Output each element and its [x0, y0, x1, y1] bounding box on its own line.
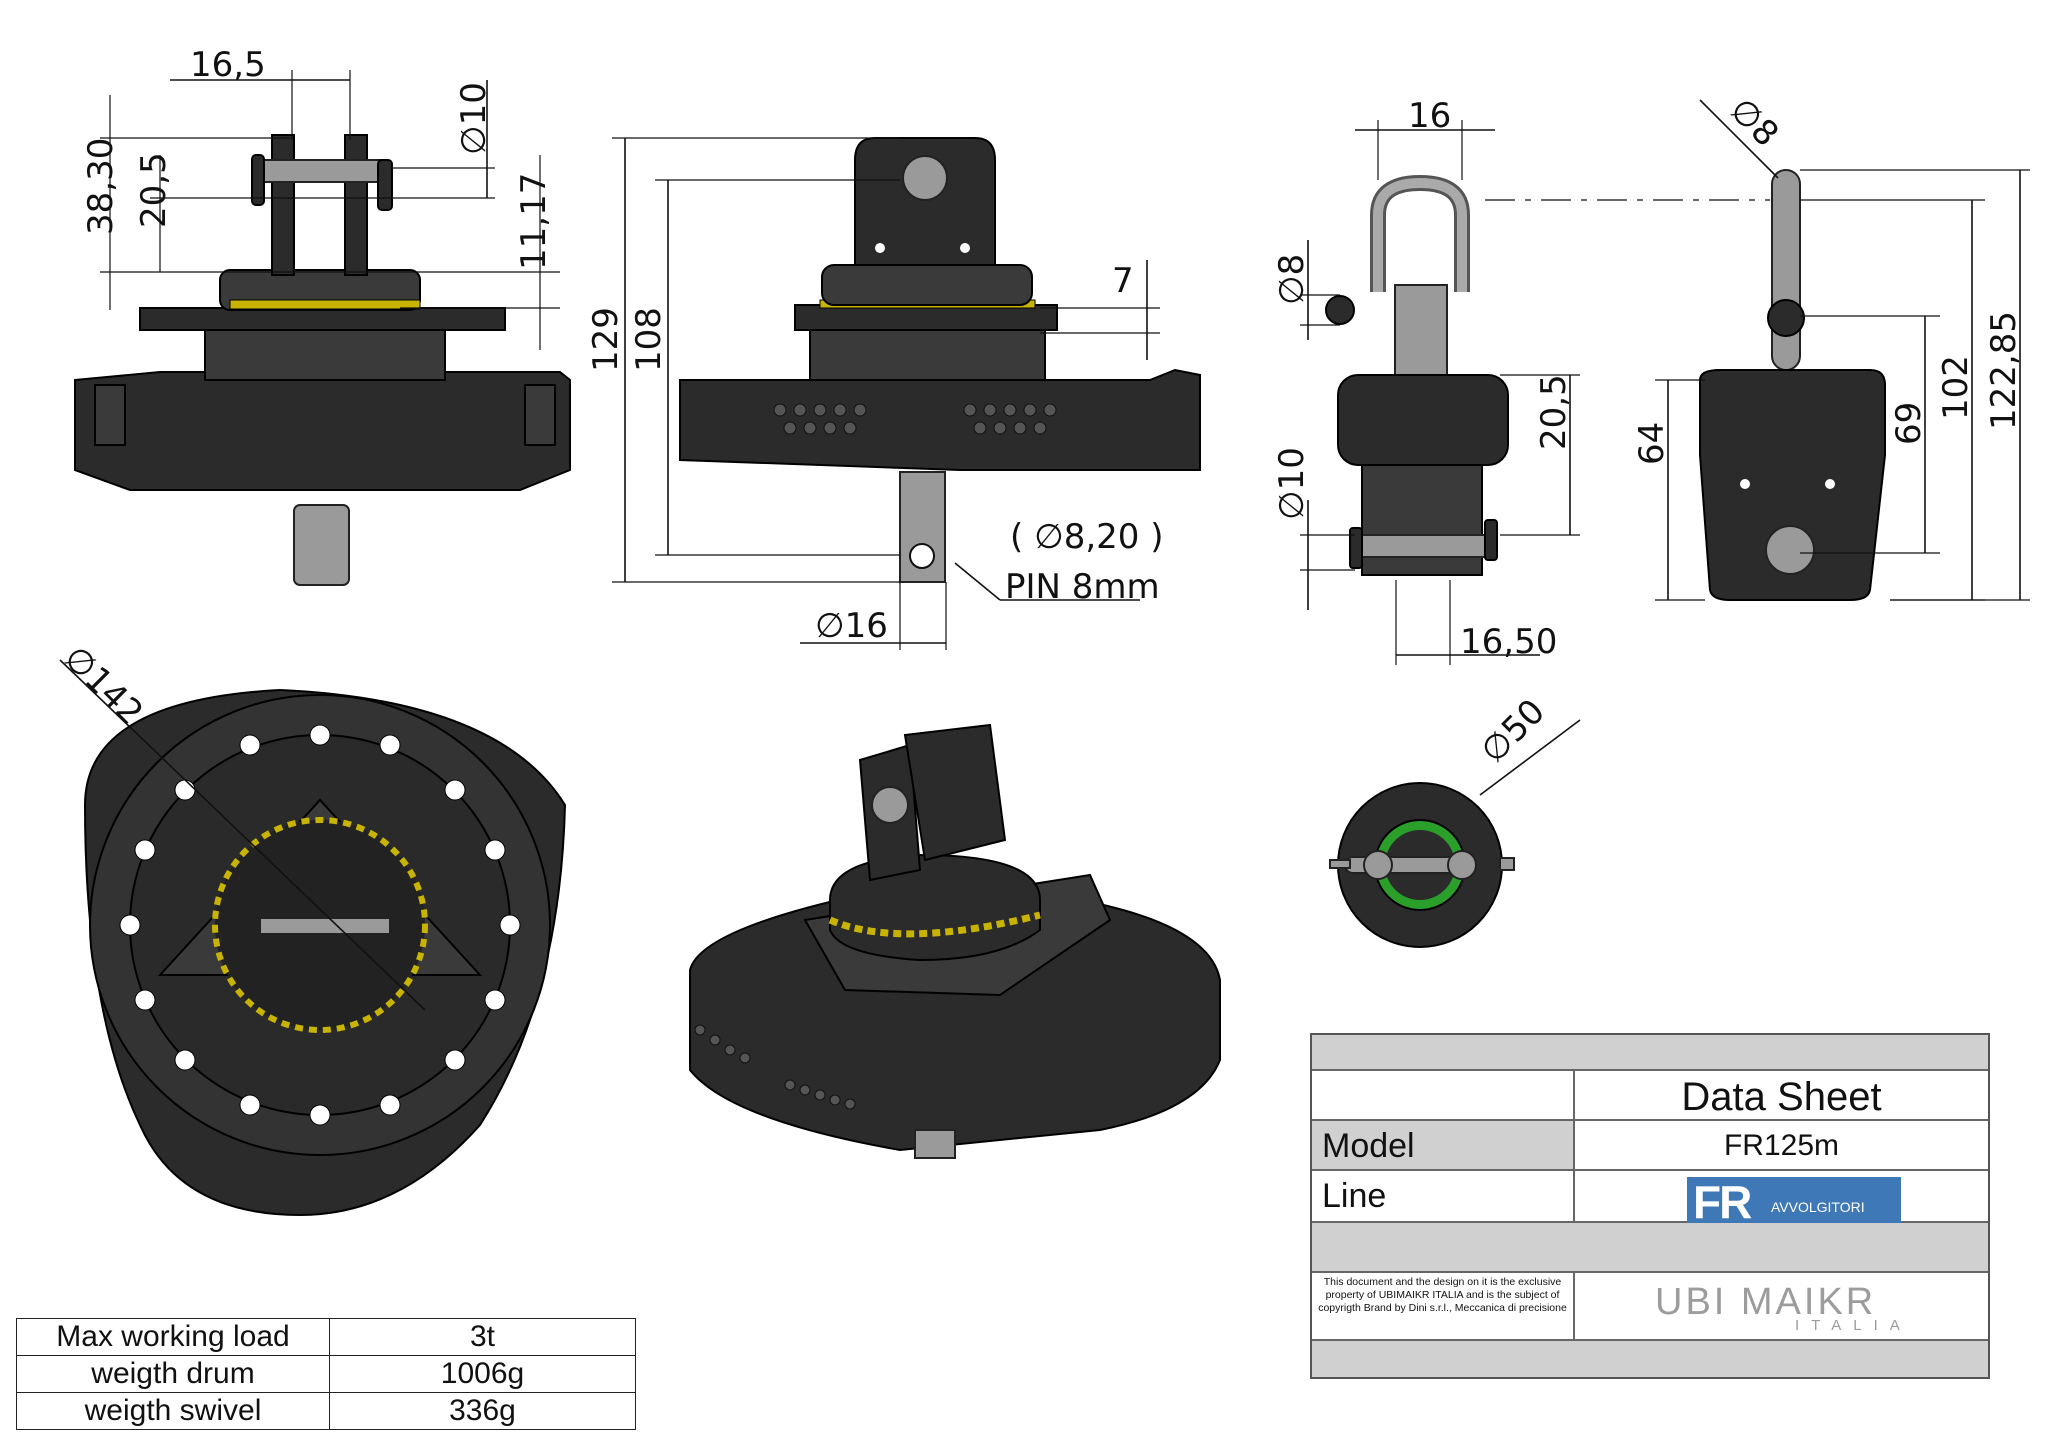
spec-value: 1006g: [329, 1355, 636, 1393]
spec-value: 3t: [329, 1318, 636, 1356]
swivel-front-view: [1325, 174, 1509, 576]
dim-dia142: ∅142: [56, 638, 151, 733]
dim-11-17: 11,17: [514, 173, 554, 270]
view1-dimensions: [100, 70, 560, 350]
model-row: Model FR125m: [1312, 1121, 1988, 1171]
fr-avvolgitori-logo: FR AVVOLGITORI: [1687, 1176, 1901, 1228]
dim-pin-8mm: PIN 8mm: [1005, 567, 1160, 607]
spec-label: Max working load: [16, 1318, 330, 1356]
dim-dia10-a: ∅10: [454, 82, 494, 155]
dim-dia16: ∅16: [815, 606, 888, 646]
dim-20-5-b: 20,5: [1534, 374, 1574, 450]
data-sheet-title: Data Sheet: [1681, 1075, 1882, 1119]
table-row: weigth drum 1006g: [16, 1355, 636, 1393]
view5-dimensions: [59, 659, 426, 1011]
dim-dia8-b: ∅8: [1722, 90, 1787, 155]
dim-122-85: 122,85: [1984, 311, 2024, 430]
isometric-view: [689, 723, 1221, 1159]
dim-dia10-b: ∅10: [1272, 447, 1312, 520]
table-row: weigth swivel 336g: [16, 1392, 636, 1430]
spec-label: weigth swivel: [16, 1392, 330, 1430]
specs-table: Max working load 3t weigth drum 1006g we…: [16, 1318, 636, 1430]
drum-front-view: [74, 134, 571, 586]
swivel-side-view: [1699, 169, 1886, 601]
view7-dimensions: [1479, 719, 1581, 796]
dim-dia8-20: ( ∅8,20 ): [1010, 517, 1163, 557]
line-label: Line: [1322, 1177, 1387, 1215]
dim-dia50: ∅50: [1473, 692, 1553, 772]
dim-102: 102: [1936, 355, 1976, 420]
dim-129: 129: [586, 307, 626, 372]
title-block-mid-band: [1312, 1223, 1988, 1273]
line-row: Line FR AVVOLGITORI: [1312, 1171, 1988, 1228]
dim-16-50: 16,50: [1460, 622, 1557, 662]
title-block: Data Sheet Model FR125m Line FR AVVOLGIT…: [1310, 1033, 1990, 1379]
title-block-top-band: [1312, 1035, 1988, 1071]
dim-7: 7: [1112, 261, 1134, 301]
dim-16-5: 16,5: [190, 45, 266, 85]
dim-dia8-a: ∅8: [1272, 254, 1312, 305]
dim-108: 108: [629, 307, 669, 372]
spec-label: weigth drum: [16, 1355, 330, 1393]
dim-16: 16: [1408, 96, 1451, 136]
dim-69: 69: [1889, 402, 1929, 445]
legal-row: This document and the design on it is th…: [1312, 1273, 1988, 1341]
view2-dimensions: [612, 137, 1160, 650]
table-row: Max working load 3t: [16, 1318, 636, 1356]
dim-64: 64: [1632, 422, 1672, 465]
spec-value: 336g: [329, 1392, 636, 1430]
dim-38-30: 38,30: [81, 138, 121, 235]
swivel-top-view: [1329, 782, 1515, 948]
title-row: Data Sheet: [1312, 1071, 1988, 1121]
dim-20-5-a: 20,5: [134, 152, 174, 228]
view4-dimensions: [1655, 99, 2030, 601]
view3-dimensions: [1300, 120, 1770, 665]
model-label: Model: [1322, 1127, 1415, 1165]
drum-top-view: [83, 688, 567, 1217]
legal-notice: This document and the design on it is th…: [1318, 1276, 1567, 1314]
drum-side-view: [679, 137, 1201, 583]
model-value: FR125m: [1723, 1129, 1840, 1162]
